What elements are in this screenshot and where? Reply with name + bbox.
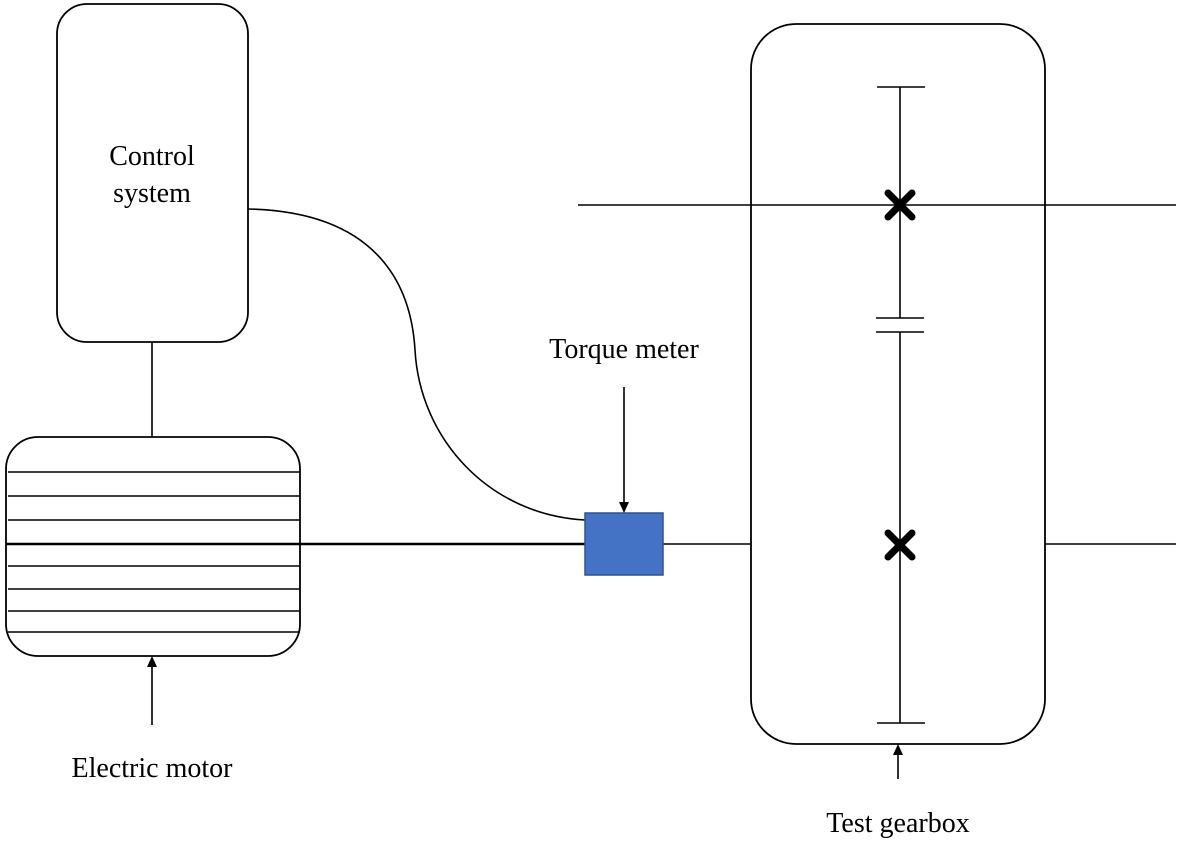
motor-windings [8, 471, 300, 633]
control-system-label-line2: system [113, 178, 191, 209]
electric-motor-label: Electric motor [72, 753, 234, 784]
torque-meter-label: Torque meter [549, 334, 699, 365]
torque-meter-arrowhead [619, 502, 629, 513]
bearing-lower-icon [884, 529, 916, 561]
control-system-box [56, 3, 249, 343]
electric-motor-arrowhead [147, 656, 157, 667]
test-gearbox-housing [750, 23, 1046, 745]
test-gearbox-arrowhead [893, 744, 903, 755]
signal-cable [247, 208, 586, 521]
test-gearbox-label: Test gearbox [826, 808, 969, 839]
control-system-label-line1: Control [109, 141, 195, 172]
bearing-upper-icon [884, 189, 916, 221]
electric-motor-box [5, 436, 301, 657]
torque-meter [584, 512, 664, 576]
